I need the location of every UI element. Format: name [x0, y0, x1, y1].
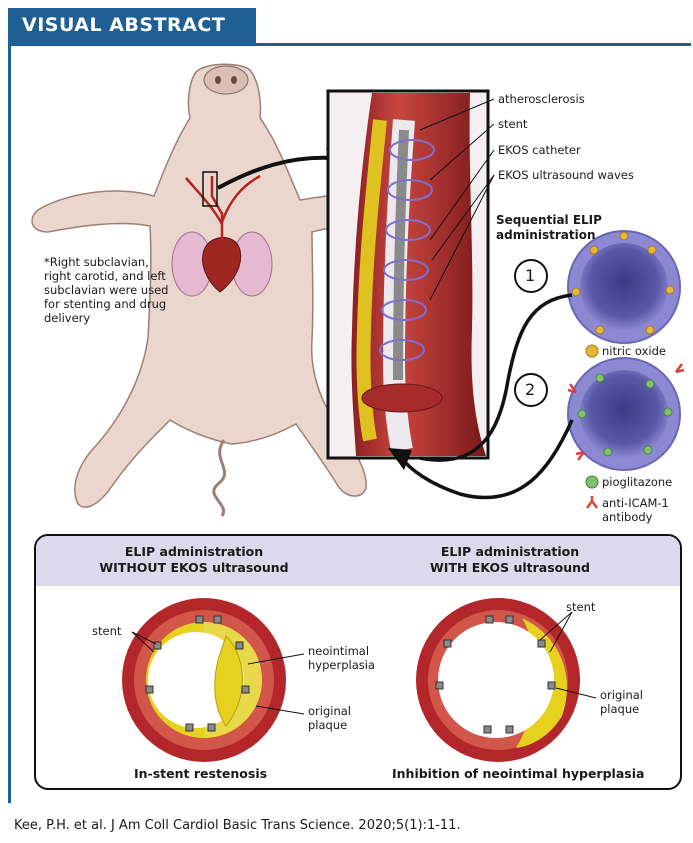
right-label-plaque-line1: original — [600, 688, 643, 702]
left-label-neointimal: neointimal hyperplasia — [308, 644, 375, 673]
comparison-panel: ELIP administration WITHOUT EKOS ultraso… — [34, 534, 682, 790]
left-label-neointimal-line1: neointimal — [308, 644, 375, 658]
left-label-plaque: original plaque — [308, 704, 351, 733]
legend-antibody: anti-ICAM-1 antibody — [602, 496, 692, 525]
right-label-stent: stent — [566, 600, 595, 614]
left-label-neointimal-line2: hyperplasia — [308, 658, 375, 672]
legend-nitric-oxide: nitric oxide — [602, 344, 666, 358]
label-atherosclerosis: atherosclerosis — [498, 92, 585, 106]
left-label-plaque-line1: original — [308, 704, 351, 718]
left-cross-section — [122, 598, 304, 762]
right-cross-section — [416, 598, 596, 762]
pioglitazone-icon — [586, 476, 598, 488]
liposome-pioglitazone — [568, 358, 684, 470]
left-label-stent: stent — [92, 624, 121, 638]
left-caption: In-stent restenosis — [134, 766, 267, 781]
right-label-plaque: original plaque — [600, 688, 643, 717]
sequence-title: Sequential ELIP administration — [496, 213, 616, 243]
liposome-nitric-oxide — [568, 231, 680, 343]
vessel-note: *Right subclavian, right carotid, and le… — [44, 255, 174, 325]
label-ekos-waves: EKOS ultrasound waves — [498, 168, 634, 182]
right-caption: Inhibition of neointimal hyperplasia — [392, 766, 644, 781]
citation: Kee, P.H. et al. J Am Coll Cardiol Basic… — [14, 818, 461, 833]
vessel-inset — [328, 91, 488, 458]
step-2-number: 2 — [525, 380, 535, 400]
left-label-plaque-line2: plaque — [308, 718, 351, 732]
right-label-plaque-line2: plaque — [600, 702, 643, 716]
label-stent: stent — [498, 117, 527, 131]
legend-pioglitazone: pioglitazone — [602, 475, 672, 489]
label-ekos-catheter: EKOS catheter — [498, 143, 581, 157]
antibody-icon — [587, 496, 597, 508]
step-1-number: 1 — [525, 266, 535, 286]
nitric-oxide-icon — [586, 345, 598, 357]
